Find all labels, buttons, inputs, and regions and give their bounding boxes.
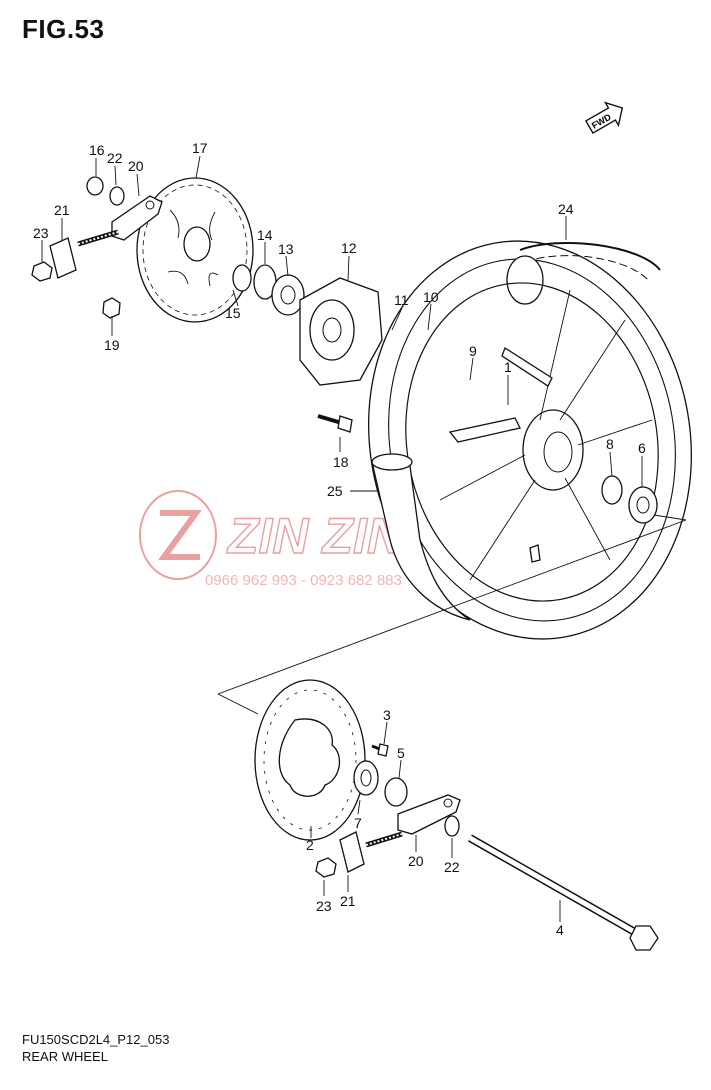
callout-2: 2 — [306, 837, 314, 853]
callout-22-upper: 22 — [107, 150, 123, 166]
wheel-rim-1 — [405, 282, 659, 602]
spacer-5 — [384, 777, 408, 807]
callout-13: 13 — [278, 241, 294, 257]
callout-6: 6 — [638, 440, 646, 456]
bearing-13-bore — [280, 285, 296, 305]
spacer-15 — [232, 264, 252, 292]
callout-3: 3 — [383, 707, 391, 723]
callout-9: 9 — [469, 343, 477, 359]
callout-23-upper: 23 — [33, 225, 49, 241]
figure-title: FIG.53 — [22, 14, 105, 44]
callout-4: 4 — [556, 922, 564, 938]
chain-adjuster-upper — [77, 195, 163, 247]
callout-19: 19 — [104, 337, 120, 353]
callout-12: 12 — [341, 240, 357, 256]
rear-axle-4 — [468, 834, 659, 951]
valve-stem — [529, 544, 541, 563]
washer-22-lower — [444, 815, 460, 837]
callout-8: 8 — [606, 436, 614, 452]
callout-5: 5 — [397, 745, 405, 761]
callout-10: 10 — [423, 289, 439, 305]
callout-15: 15 — [225, 305, 241, 321]
callout-20-lower: 20 — [408, 853, 424, 869]
watermark-phone: 0966 962 993 - 0923 682 883 — [205, 572, 402, 589]
adjuster-plate-21-lower — [339, 831, 365, 873]
fwd-arrow-icon: FWD — [584, 101, 624, 135]
watermark-logo — [139, 490, 217, 580]
section-divider — [217, 514, 687, 715]
callouts: 16 22 20 17 21 23 19 15 14 13 12 11 10 9… — [33, 140, 646, 938]
nut-16 — [86, 176, 104, 196]
callout-21-lower: 21 — [340, 893, 356, 909]
diagram-code: FU150SCD2L4_P12_053 — [22, 1032, 170, 1047]
callout-18: 18 — [333, 454, 349, 470]
washer-22-upper — [109, 186, 125, 206]
callout-14: 14 — [257, 227, 273, 243]
inner-tube-25 — [371, 453, 471, 621]
callout-20-upper: 20 — [128, 158, 144, 174]
leader-lines — [41, 155, 643, 922]
adjuster-plate-21-upper — [49, 237, 77, 279]
callout-11: 11 — [394, 292, 409, 308]
sprocket-drum-12 — [299, 277, 383, 386]
brake-disc-2 — [254, 679, 366, 841]
chain-adjuster-lower — [365, 794, 461, 848]
callout-1: 1 — [504, 359, 512, 375]
bolt-3 — [371, 743, 389, 757]
nut-19 — [102, 297, 121, 319]
callout-21-upper: 21 — [54, 202, 70, 218]
callout-17: 17 — [192, 140, 208, 156]
spacer-8 — [601, 475, 623, 505]
bolt-18 — [317, 414, 353, 433]
rear-sprocket — [136, 177, 254, 323]
callout-16: 16 — [89, 142, 105, 158]
callout-23-lower: 23 — [316, 898, 332, 914]
nut-23-lower — [315, 857, 337, 878]
callout-25: 25 — [327, 483, 343, 499]
callout-7: 7 — [354, 815, 362, 831]
callout-22-lower: 22 — [444, 859, 460, 875]
diagram-name: REAR WHEEL — [22, 1049, 108, 1064]
figure-footer: FU150SCD2L4_P12_053 REAR WHEEL — [22, 1031, 169, 1065]
nut-23-upper — [31, 261, 53, 282]
callout-24: 24 — [558, 201, 574, 217]
